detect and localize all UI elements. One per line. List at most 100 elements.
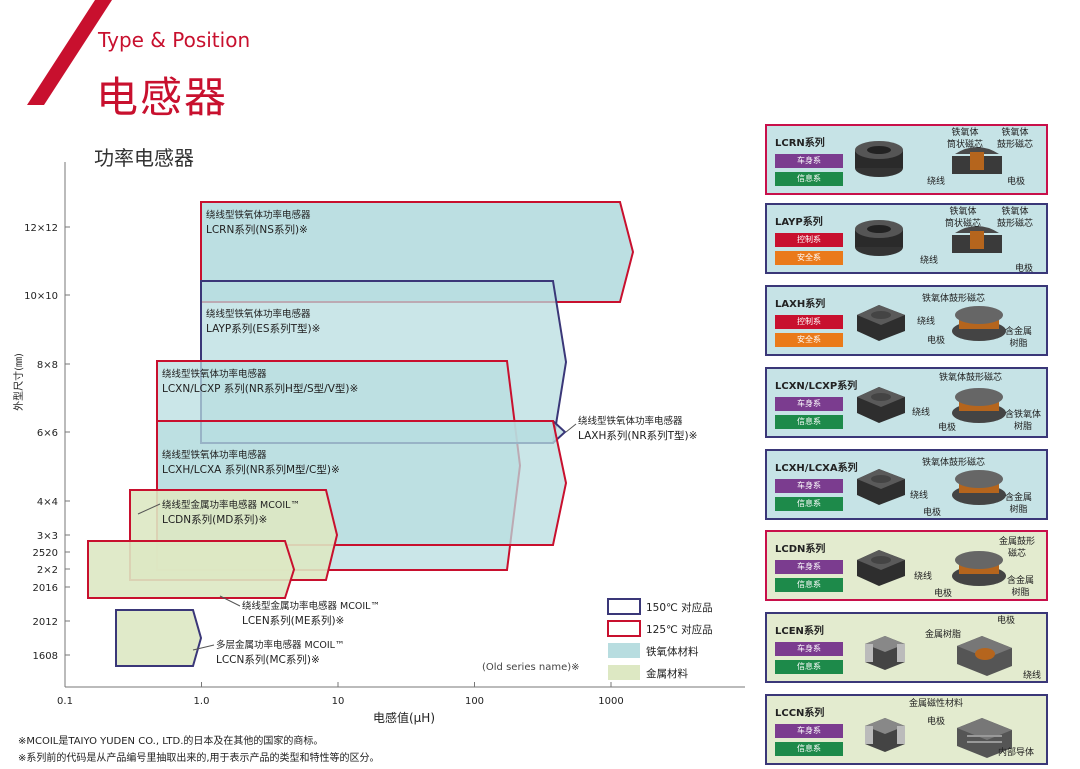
x-tick-label: 0.1 xyxy=(57,696,73,707)
x-tick-label: 100 xyxy=(465,696,484,707)
application-tag: 车身系 xyxy=(775,724,843,738)
product-panel: LAYP系列控制系安全系铁氧体筒状磁芯铁氧体鼓形磁芯绕线电极 xyxy=(765,203,1048,274)
chart-title: 功率电感器 xyxy=(94,146,194,170)
application-tag: 信息系 xyxy=(775,415,843,429)
panel-series-name: LAYP系列 xyxy=(775,217,823,228)
component-label: 含金属树脂 xyxy=(1005,493,1033,515)
y-tick-label: 2520 xyxy=(33,548,58,559)
application-tag: 车身系 xyxy=(775,397,843,411)
inductor-illustration xyxy=(855,141,1002,177)
header-subtitle: Type & Position xyxy=(98,28,251,52)
component-label: 绕线 xyxy=(1023,671,1042,681)
application-tag: 安全系 xyxy=(775,333,843,347)
y-tick-label: 4×4 xyxy=(37,497,58,508)
component-label: 铁氧体鼓形磁芯 xyxy=(997,128,1034,150)
application-tag: 安全系 xyxy=(775,251,843,265)
application-tag: 车身系 xyxy=(775,479,843,493)
inductor-illustration xyxy=(857,305,1006,341)
old-series-note: (Old series name)※ xyxy=(482,662,580,673)
product-panel: LCRN系列车身系信息系铁氧体筒状磁芯铁氧体鼓形磁芯绕线电极 xyxy=(765,124,1048,195)
leader-lcen xyxy=(219,595,241,607)
panel-series-name: LCXH/LCXA系列 xyxy=(775,463,858,474)
y-tick-label: 3×3 xyxy=(37,531,58,542)
leader-lccn xyxy=(192,644,215,651)
component-label: 电极 xyxy=(1015,264,1034,274)
component-label: 绕线 xyxy=(912,408,931,418)
series-name-label: LCEN系列(ME系列)※ xyxy=(242,614,344,627)
footnote-2: ※系列前的代码是从产品编号里抽取出来的,用于表示产品的类型和特性等的区分。 xyxy=(18,753,380,764)
legend-label: 125℃ 对应品 xyxy=(646,623,713,636)
component-label: 电极 xyxy=(927,717,946,727)
series-name-label: LCXN/LCXP 系列(NR系列H型/S型/V型)※ xyxy=(162,382,358,395)
application-tag: 车身系 xyxy=(775,560,843,574)
legend-label: 金属材料 xyxy=(646,667,688,680)
series-area-6 xyxy=(87,540,296,599)
product-panel: LCXN/LCXP系列车身系信息系铁氧体鼓形磁芯绕线电极含铁氧体树脂 xyxy=(765,367,1048,438)
component-label: 金属树脂 xyxy=(925,630,962,640)
component-label: 绕线 xyxy=(914,572,933,582)
series-name-label: LCRN系列(NS系列)※ xyxy=(206,223,308,236)
y-tick-label: 8×8 xyxy=(37,360,58,371)
series-group: 绕线型铁氧体功率电感器 LCRN系列(NS系列)※ 绕线型铁氧体功率电感器 LAYP系… xyxy=(87,201,697,667)
panel-series-name: LCEN系列 xyxy=(775,626,824,637)
inductor-illustration xyxy=(857,469,1006,505)
product-panel: LCEN系列车身系信息系金属树脂电极绕线 xyxy=(765,612,1048,683)
footnotes: ※MCOIL是TAIYO YUDEN CO., LTD.的日本及在其他的国家的商… xyxy=(18,733,380,767)
application-tag: 信息系 xyxy=(775,742,843,756)
page-title: 电感器 xyxy=(96,73,229,122)
series-type-label: 绕线型铁氧体功率电感器 xyxy=(578,415,683,427)
component-label: 含金属树脂 xyxy=(1005,327,1033,349)
application-tag: 控制系 xyxy=(775,233,843,247)
panel-series-name: LCRN系列 xyxy=(775,138,825,149)
x-tick-label: 1000 xyxy=(598,696,623,707)
header-slash xyxy=(27,0,112,105)
inductor-illustration xyxy=(865,718,1012,758)
component-label: 电极 xyxy=(934,589,953,599)
application-tag: 信息系 xyxy=(775,578,843,592)
series-type-label: 绕线型铁氧体功率电感器 xyxy=(206,209,311,221)
legend-swatch xyxy=(608,643,640,658)
component-label: 含铁氧体树脂 xyxy=(1005,410,1042,432)
component-label: 铁氧体鼓形磁芯 xyxy=(922,294,986,304)
x-axis-label: 电感值(μH) xyxy=(373,710,435,725)
footnote-1: ※MCOIL是TAIYO YUDEN CO., LTD.的日本及在其他的国家的商… xyxy=(18,736,324,747)
application-tag: 控制系 xyxy=(775,315,843,329)
panel-series-name: LAXH系列 xyxy=(775,299,826,310)
series-name-label: LCCN系列(MC系列)※ xyxy=(216,653,320,666)
y-axis-label: 外型尺寸(㎜) xyxy=(12,353,25,411)
component-label: 绕线 xyxy=(927,177,946,187)
series-name-label: LAYP系列(ES系列T型)※ xyxy=(206,322,320,335)
series-area-7 xyxy=(115,609,203,667)
series-type-label: 绕线型金属功率电感器 MCOIL™ xyxy=(162,499,300,511)
product-panel: LCDN系列车身系信息系金属鼓形磁芯绕线电极含金属树脂 xyxy=(765,530,1048,601)
component-label: 铁氧体鼓形磁芯 xyxy=(939,373,1003,383)
component-label: 铁氧体鼓形磁芯 xyxy=(922,458,986,468)
legend-label: 铁氧体材料 xyxy=(646,645,699,658)
component-label: 绕线 xyxy=(917,317,936,327)
inductor-illustration xyxy=(857,550,1006,586)
series-type-label: 绕线型金属功率电感器 MCOIL™ xyxy=(242,600,380,612)
y-tick-label: 2×2 xyxy=(37,565,58,576)
legend-swatch xyxy=(607,598,641,615)
application-tag: 车身系 xyxy=(775,154,843,168)
inductor-illustration xyxy=(865,636,1012,676)
series-name-label: LCDN系列(MD系列)※ xyxy=(162,513,267,526)
component-label: 铁氧体筒状磁芯 xyxy=(947,128,984,150)
leader-lcdn xyxy=(137,503,161,515)
component-label: 金属磁性材料 xyxy=(909,699,964,709)
application-tag: 信息系 xyxy=(775,497,843,511)
component-label: 电极 xyxy=(1007,177,1026,187)
component-label: 绕线 xyxy=(920,256,939,266)
component-label: 绕线 xyxy=(910,491,929,501)
legend-swatch xyxy=(608,665,640,680)
y-tick-label: 10×10 xyxy=(24,291,58,302)
component-label: 电极 xyxy=(997,616,1016,626)
component-label: 电极 xyxy=(938,423,957,433)
product-panel: LCXH/LCXA系列车身系信息系 铁氧体鼓形磁芯绕线电极 含金属树脂 xyxy=(765,449,1048,520)
series-type-label: 绕线型铁氧体功率电感器 xyxy=(162,449,267,461)
component-label: 铁氧体筒状磁芯 xyxy=(945,207,982,229)
inductor-illustration xyxy=(855,220,1002,256)
series-name-label: LCXH/LCXA 系列(NR系列M型/C型)※ xyxy=(162,463,340,476)
component-label: 电极 xyxy=(923,508,942,518)
